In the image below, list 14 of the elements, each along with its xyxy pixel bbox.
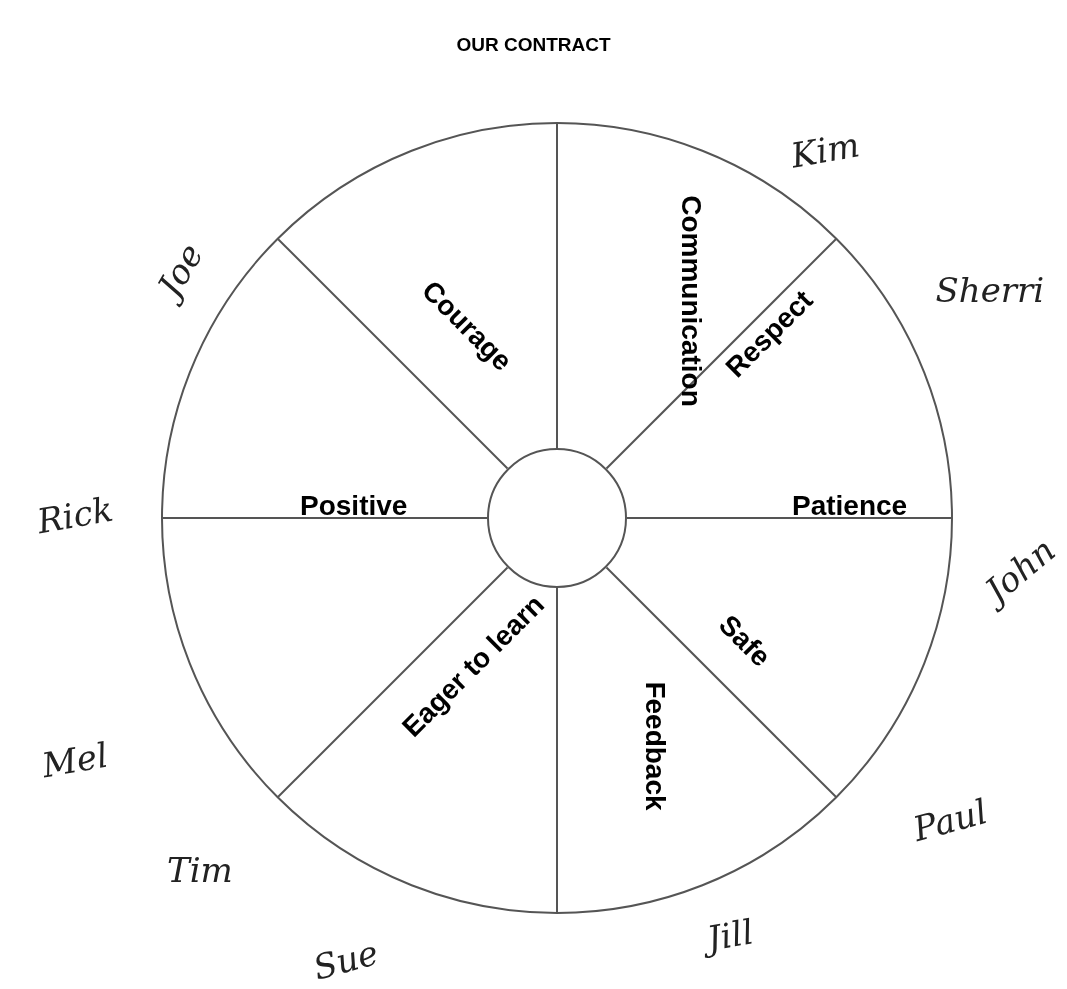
spoke-label: Positive	[300, 490, 408, 522]
handwritten-signature: Jill	[703, 911, 757, 959]
handwritten-signature: Kim	[787, 124, 862, 176]
handwritten-signature: Paul	[909, 791, 992, 849]
spoke-label: Patience	[792, 490, 908, 522]
title: OUR CONTRACT	[456, 34, 611, 55]
handwritten-signature: Tim	[167, 850, 233, 890]
spoke-label: Feedback	[638, 681, 671, 811]
spoke-label: Communication	[674, 195, 707, 407]
handwritten-signature: Rick	[34, 488, 116, 542]
handwritten-signature: Sue	[308, 932, 382, 988]
handwritten-signature: Sherri	[935, 270, 1045, 310]
handwritten-signature: Mel	[39, 734, 111, 786]
hub-circle	[487, 448, 627, 588]
